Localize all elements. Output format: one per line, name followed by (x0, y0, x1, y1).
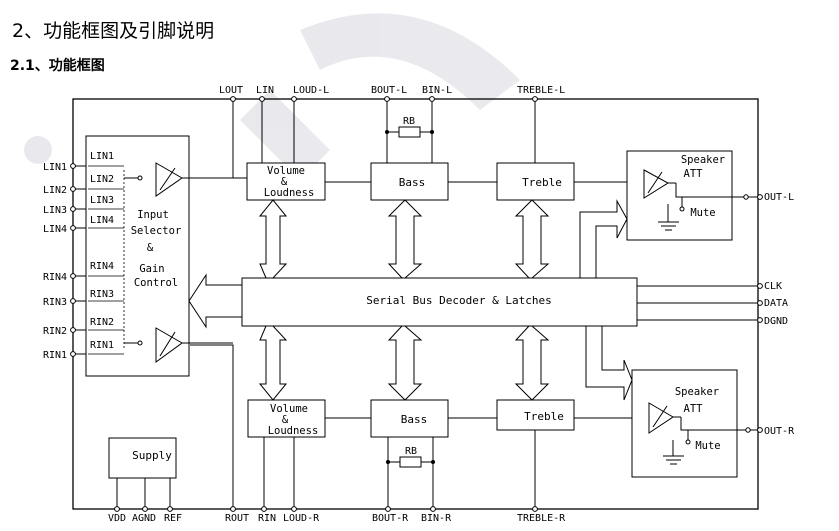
section-subtitle: 2.1、功能框图 (10, 57, 105, 74)
pin-clk: CLK (764, 281, 782, 292)
rb-resistor-left (398, 126, 421, 138)
pin-rout: ROUT (225, 513, 249, 524)
selector-input-lin1: LIN1 (90, 151, 114, 162)
loudness-label-right: Loudness (268, 425, 319, 437)
arrow-treble-top (514, 199, 550, 279)
pin-data: DATA (764, 298, 788, 309)
serial-bus-label: Serial Bus Decoder & Latches (366, 294, 551, 307)
treble-block-left (496, 162, 575, 201)
pin-out-r: OUT-R (764, 426, 795, 437)
serial-bus-decoder-block (241, 277, 638, 327)
arrow-volume-bottom (258, 325, 288, 401)
pin-dgnd: DGND (764, 316, 788, 327)
pin-lin3: LIN3 (43, 205, 67, 216)
right-gain-amp-icon (155, 327, 183, 363)
bass-label-right: Bass (401, 413, 428, 426)
volume-loudness-block-right (247, 399, 326, 438)
pin-treble-r: TREBLE-R (517, 513, 566, 524)
selector-input-lin2: LIN2 (90, 174, 114, 185)
rb-label-left: RB (403, 116, 415, 127)
volume-amp-left: & (281, 176, 288, 188)
volume-label-left: Volume (267, 165, 305, 177)
selector-text-selector: Selector (131, 225, 182, 237)
pin-agnd: AGND (132, 513, 156, 524)
pin-rin1: RIN1 (43, 350, 67, 361)
arrow-bass-bottom (387, 325, 423, 401)
pin-lout: LOUT (219, 85, 243, 96)
pin-bout-r: BOUT-R (372, 513, 409, 524)
treble-block-right (496, 399, 575, 431)
selector-input-lin4: LIN4 (90, 215, 114, 226)
pin-vdd: VDD (108, 513, 126, 524)
arrow-volume-top (258, 199, 288, 279)
page-title: 2、功能框图及引脚说明 (12, 20, 214, 42)
pin-out-l: OUT-L (764, 192, 794, 203)
volume-label-right: Volume (270, 403, 308, 415)
pin-lin4: LIN4 (43, 224, 67, 235)
pin-bout-l: BOUT-L (371, 85, 407, 96)
selector-text-input: Input (137, 209, 169, 221)
arrow-treble-bottom (514, 325, 550, 401)
speaker-amp-right-icon (648, 402, 674, 434)
selector-input-rin2: RIN2 (90, 317, 114, 328)
mute-label-right: Mute (695, 440, 720, 452)
selector-input-rin4: RIN4 (90, 261, 114, 272)
pin-ref: REF (164, 513, 182, 524)
pin-lin1: LIN1 (43, 162, 67, 173)
pin-lin2: LIN2 (43, 185, 67, 196)
loudness-label-left: Loudness (264, 187, 315, 199)
bass-block-right (370, 399, 449, 438)
treble-label-left: Treble (522, 176, 562, 189)
pin-bin-l: BIN-L (422, 85, 452, 96)
selector-text-control: Control (134, 277, 178, 289)
att-label-left: ATT (684, 168, 704, 180)
speaker-label-right: Speaker (675, 386, 719, 398)
pin-rin4: RIN4 (43, 272, 67, 283)
volume-loudness-block-left (246, 162, 326, 201)
supply-block (108, 437, 177, 479)
arrow-bass-top (387, 199, 423, 279)
pin-rin: RIN (258, 513, 276, 524)
rb-resistor-right (399, 456, 422, 468)
pin-rin2: RIN2 (43, 326, 67, 337)
selector-text-gain: Gain (139, 263, 164, 275)
control-arrow-to-selector (188, 273, 243, 329)
arrow-to-speaker-left (579, 199, 628, 279)
pin-loud-l: LOUD-L (293, 85, 329, 96)
selector-input-rin3: RIN3 (90, 289, 114, 300)
left-gain-amp-icon (155, 162, 183, 197)
volume-amp-right: & (282, 414, 289, 426)
selector-text-amp: & (147, 242, 154, 254)
arrow-to-speaker-right (585, 325, 633, 401)
treble-label-right: Treble (524, 410, 564, 423)
pin-treble-l: TREBLE-L (517, 85, 565, 96)
att-label-right: ATT (684, 403, 704, 415)
pin-lin: LIN (256, 85, 274, 96)
pin-loud-r: LOUD-R (283, 513, 320, 524)
speaker-amp-left-icon (643, 169, 669, 199)
pin-bin-r: BIN-R (421, 513, 452, 524)
pin-rin3: RIN3 (43, 297, 67, 308)
selector-input-rin1: RIN1 (90, 340, 114, 351)
bass-label-left: Bass (399, 176, 426, 189)
speaker-label-left: Speaker (681, 154, 725, 166)
supply-label: Supply (132, 449, 172, 462)
selector-input-lin3: LIN3 (90, 195, 114, 206)
mute-label-left: Mute (690, 207, 715, 219)
rb-label-right: RB (405, 446, 417, 457)
